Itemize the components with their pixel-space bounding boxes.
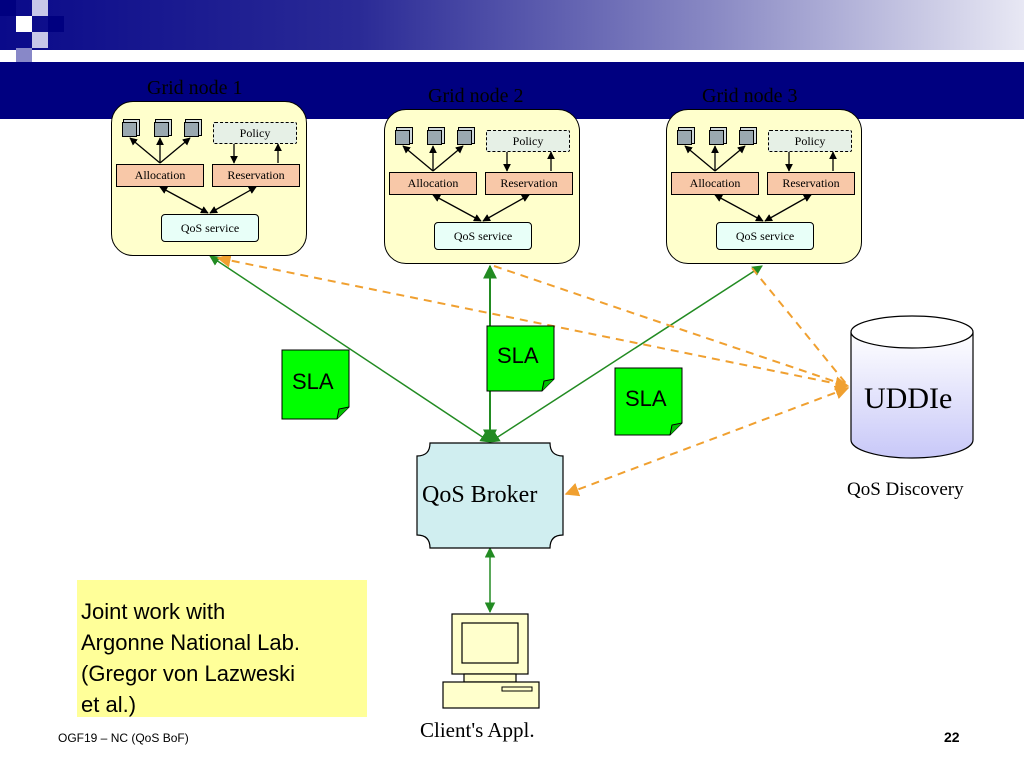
resource-cube-icon [677, 130, 692, 145]
link-uddie-node2 [493, 265, 849, 387]
note-line: (Gregor von Lazweski [81, 661, 295, 686]
allocation-box: Allocation [671, 172, 759, 195]
decor-square [16, 16, 32, 32]
resource-cube-icon [122, 122, 137, 137]
policy-box: Policy [486, 130, 570, 152]
footer-text: OGF19 – NC (QoS BoF) [58, 731, 189, 745]
grid-node: Policy Allocation Reservation QoS servic… [384, 109, 580, 264]
sla-label: SLA [292, 369, 334, 394]
resource-cube-icon [395, 130, 410, 145]
client-computer-icon [442, 613, 540, 709]
reservation-box: Reservation [212, 164, 300, 187]
decor-square [32, 32, 48, 48]
broker-label: QoS Broker [422, 482, 538, 508]
resource-cube-icon [739, 130, 754, 145]
allocation-box: Allocation [116, 164, 204, 187]
node-internal-arrows [129, 137, 282, 214]
note-line: et al.) [81, 692, 137, 717]
qos-discovery-caption: QoS Discovery [847, 479, 964, 500]
page-number: 22 [944, 729, 960, 745]
client-label: Client's Appl. [420, 718, 535, 742]
node-internal-arrows [402, 145, 555, 222]
link-uddie-node3 [751, 267, 849, 387]
policy-box: Policy [213, 122, 297, 144]
sla-document-icon [486, 325, 555, 392]
decor-square [0, 0, 16, 16]
sla-document-icon [281, 349, 350, 420]
uddie-label: UDDIe [864, 382, 953, 415]
node-title: Grid node 2 [428, 85, 524, 107]
broker-shape [416, 442, 564, 549]
qos-service-box: QoS service [716, 222, 814, 250]
resource-cube-icon [457, 130, 472, 145]
qos-service-box: QoS service [434, 222, 532, 250]
grid-node: Policy Allocation Reservation QoS servic… [666, 109, 862, 264]
sla-label: SLA [625, 386, 667, 411]
note-line: Argonne National Lab. [81, 630, 300, 655]
sla-label: SLA [497, 343, 539, 368]
decor-square [48, 16, 64, 32]
resource-cube-icon [709, 130, 724, 145]
sla-document-icon [614, 367, 683, 436]
link-uddie-broker [564, 385, 850, 497]
qos-service-box: QoS service [161, 214, 259, 242]
resource-cube-icon [427, 130, 442, 145]
grid-node: Policy Allocation Reservation QoS servic… [111, 101, 307, 256]
reservation-box: Reservation [767, 172, 855, 195]
node-title: Grid node 1 [147, 77, 243, 99]
policy-box: Policy [768, 130, 852, 152]
decor-square [16, 48, 32, 62]
resource-cube-icon [184, 122, 199, 137]
link-uddie-node1 [216, 253, 850, 391]
note-box: Joint work with Argonne National Lab. (G… [77, 580, 367, 717]
node-title: Grid node 3 [702, 85, 798, 107]
title-gradient-bar [0, 0, 1024, 50]
node-internal-arrows [684, 145, 837, 222]
allocation-box: Allocation [389, 172, 477, 195]
reservation-box: Reservation [485, 172, 573, 195]
decor-square [32, 0, 48, 16]
uddie-database-icon [850, 315, 974, 459]
resource-cube-icon [154, 122, 169, 137]
note-line: Joint work with [81, 599, 226, 624]
